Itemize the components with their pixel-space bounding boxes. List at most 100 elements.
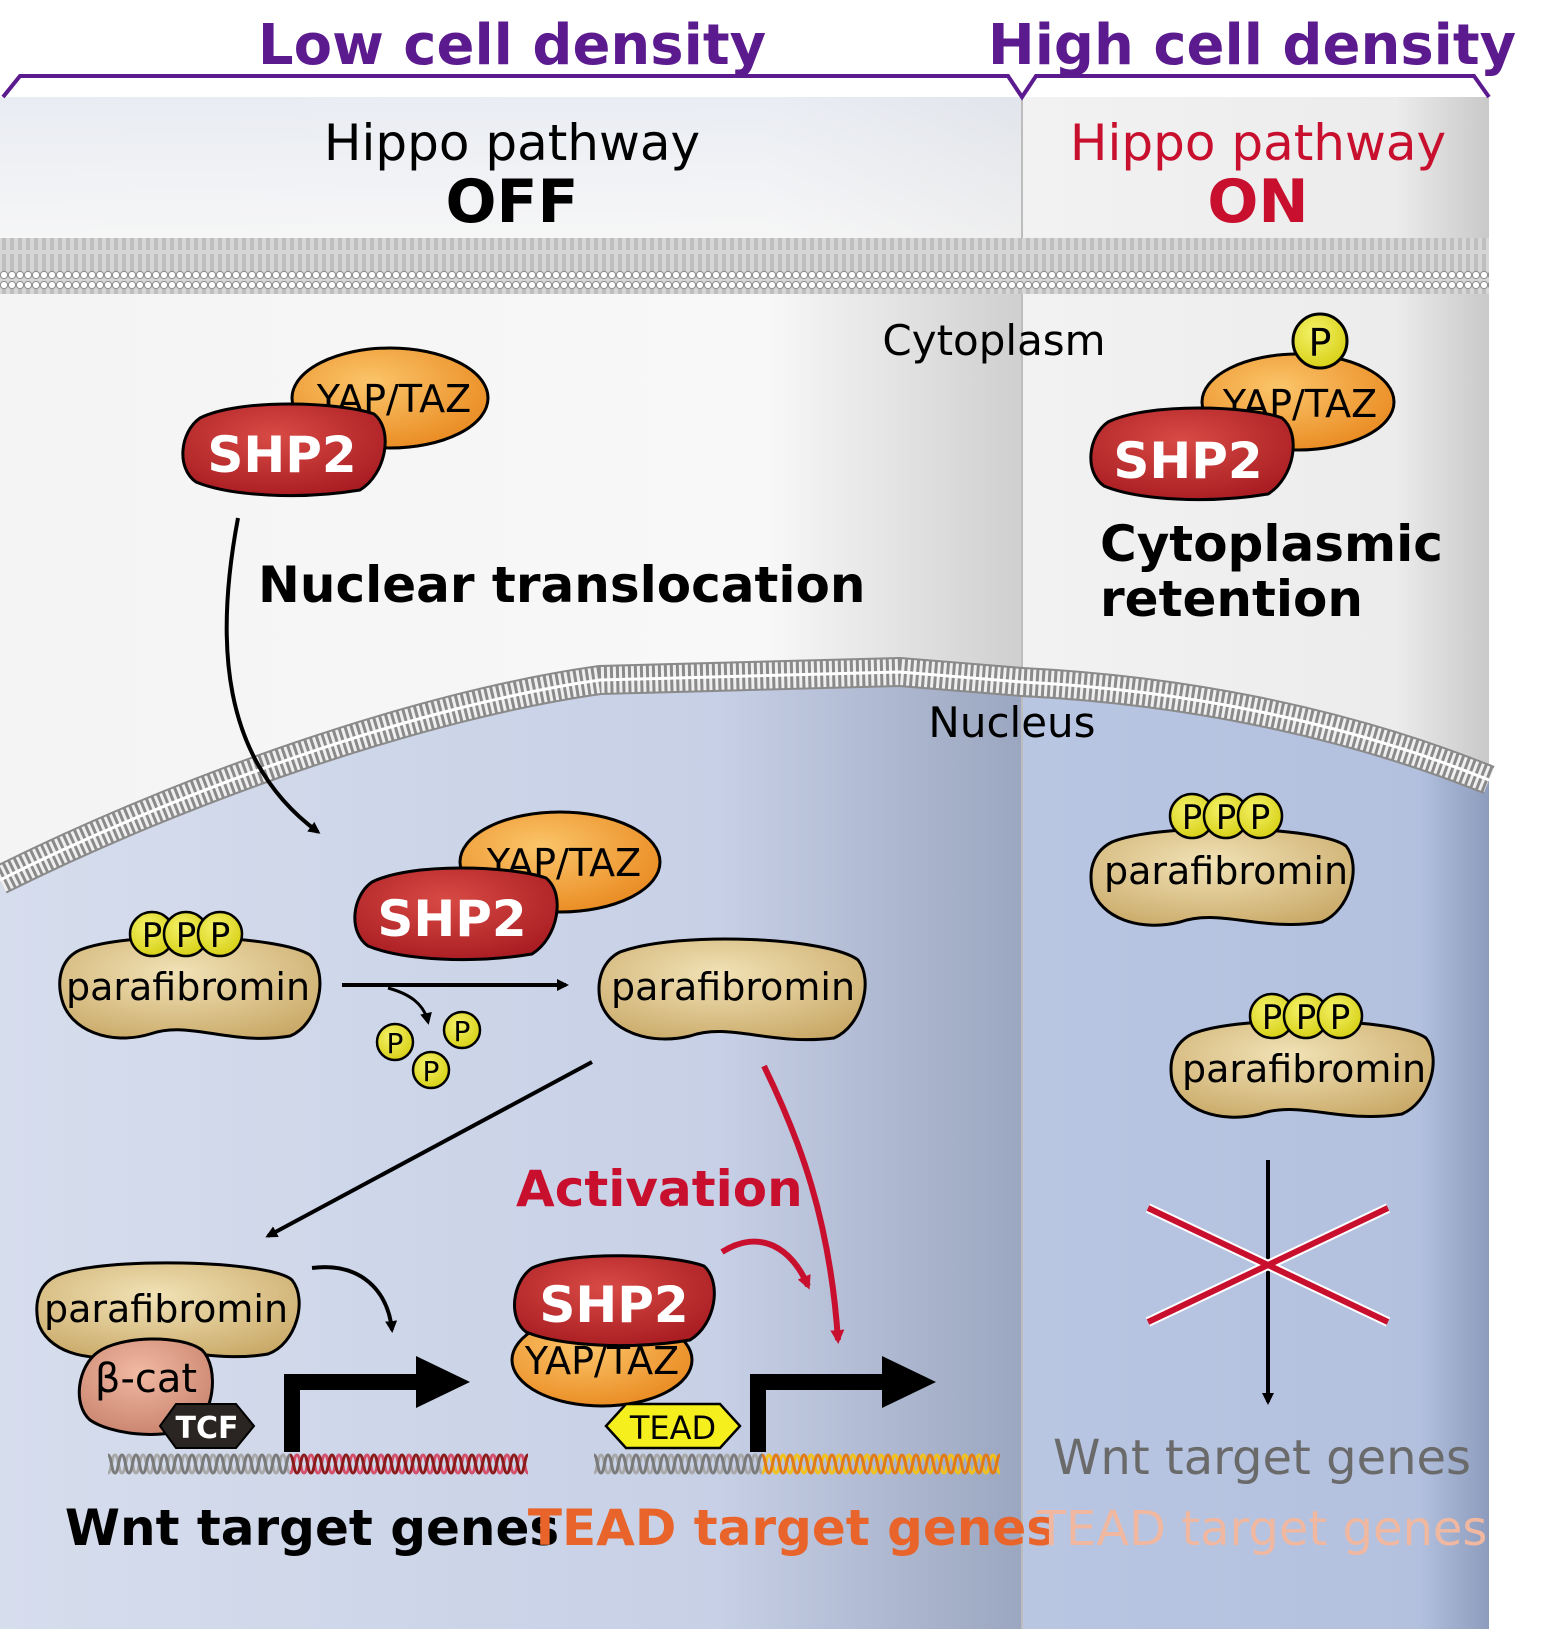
dna-strand	[915, 1453, 931, 1475]
tead-target-genes-label: TEAD target genes	[528, 1499, 1056, 1557]
phosphate-label: P	[1309, 321, 1332, 365]
nuclear-translocation-label: Nuclear translocation	[258, 556, 865, 614]
dna-strand	[219, 1453, 235, 1475]
parafibromin-label: parafibromin	[611, 965, 855, 1009]
dna-strand	[233, 1453, 249, 1475]
parafibromin-label: parafibromin	[1182, 1047, 1426, 1091]
dna-strand	[373, 1453, 389, 1475]
dna-strand	[163, 1453, 179, 1475]
dna-strand	[593, 1453, 609, 1475]
dna-strand	[761, 1453, 777, 1475]
parafibromin-label: parafibromin	[1104, 849, 1348, 893]
phosphate-label: P	[176, 916, 197, 956]
dna-strand	[719, 1453, 735, 1475]
dna-strand	[649, 1453, 665, 1475]
shp2-protein	[513, 1254, 716, 1348]
dna-strand	[929, 1453, 945, 1475]
phospho-parafibromin-right-2: P P P parafibromin	[1169, 992, 1435, 1119]
wnt-activation-arrow	[311, 1265, 398, 1333]
dna-strand	[317, 1453, 333, 1475]
right-pathway-state: ON	[1207, 167, 1308, 237]
dna-strand	[135, 1453, 151, 1475]
phospho-parafibromin-left: P P P parafibromin	[58, 910, 322, 1040]
phosphate-icon	[411, 1050, 451, 1090]
dna-strand	[275, 1453, 291, 1475]
released-phosphate-arrow	[387, 986, 432, 1025]
phosphate-label: P	[1330, 998, 1351, 1038]
wnt-dna-helix	[107, 1453, 529, 1475]
dna-strand	[177, 1453, 193, 1475]
phosphate-label: P	[1182, 798, 1203, 838]
parafibromin-protein	[597, 937, 867, 1042]
phosphate-label: P	[142, 916, 163, 956]
dna-strand	[831, 1453, 847, 1475]
dna-strand	[401, 1453, 417, 1475]
dna-strand	[873, 1453, 889, 1475]
dna-strand	[859, 1453, 875, 1475]
cytoplasmic-retention-label-1: Cytoplasmic	[1100, 515, 1443, 573]
phosphate-icon	[1316, 992, 1364, 1040]
tead-transcription-complex: YAP/TAZ SHP2 TEAD	[510, 1254, 742, 1450]
dna-strand	[649, 1453, 665, 1475]
phosphate-icon	[1291, 312, 1349, 370]
dna-strand	[677, 1453, 693, 1475]
dna-strand	[233, 1453, 249, 1475]
wnt-target-genes-label: Wnt target genes	[65, 1499, 559, 1557]
dna-strand	[317, 1453, 333, 1475]
dna-strand	[733, 1453, 749, 1475]
phosphate-label: P	[210, 916, 231, 956]
dna-strand	[107, 1453, 123, 1475]
left-pathway-label: Hippo pathway	[324, 114, 700, 172]
dna-strand	[205, 1453, 221, 1475]
shp2-label: SHP2	[207, 426, 356, 484]
parafibromin-protein	[58, 935, 322, 1040]
dna-strand	[177, 1453, 193, 1475]
shp2-yaptaz-complex-nucleus: YAP/TAZ SHP2	[353, 810, 662, 962]
dna-strand	[705, 1453, 721, 1475]
dna-strand	[719, 1453, 735, 1475]
phospho-shp2-yaptaz-complex: YAP/TAZ P SHP2	[1089, 312, 1396, 502]
dna-strand	[607, 1453, 623, 1475]
dna-strand	[663, 1453, 679, 1475]
parafibromin-protein	[1089, 827, 1355, 927]
dna-strand	[957, 1453, 973, 1475]
phosphate-label: P	[454, 1015, 471, 1048]
shp2-protein	[353, 866, 559, 962]
tead-label: TEAD	[629, 1409, 716, 1447]
high-density-title: High cell density	[988, 13, 1516, 78]
dna-strand	[901, 1453, 917, 1475]
dna-strand	[429, 1453, 445, 1475]
right-wnt-target-genes-label: Wnt target genes	[1053, 1430, 1471, 1486]
dna-strand	[471, 1453, 487, 1475]
cytoplasm-label: Cytoplasm	[882, 316, 1105, 365]
dna-strand	[775, 1453, 791, 1475]
dna-strand	[705, 1453, 721, 1475]
dna-strand	[289, 1453, 305, 1475]
nuclear-translocation-arrow	[224, 517, 321, 834]
dna-strand	[191, 1453, 207, 1475]
dna-strand	[845, 1453, 861, 1475]
dna-strand	[163, 1453, 179, 1475]
dna-strand	[943, 1453, 959, 1475]
dna-strand	[135, 1453, 151, 1475]
nucleus-label: Nucleus	[928, 698, 1095, 747]
tead-protein	[604, 1402, 742, 1450]
low-density-title: Low cell density	[258, 13, 766, 78]
phosphate-label: P	[1250, 798, 1271, 838]
shp2-label: SHP2	[539, 1276, 688, 1334]
parafibromin-label: parafibromin	[66, 965, 310, 1009]
tead-promoter-arrowhead	[882, 1356, 936, 1408]
activation-label: Activation	[516, 1160, 803, 1218]
dna-strand	[513, 1453, 529, 1475]
dna-strand	[261, 1453, 277, 1475]
dna-strand	[775, 1453, 791, 1475]
dna-strand	[971, 1453, 987, 1475]
dna-strand	[971, 1453, 987, 1475]
dna-strand	[789, 1453, 805, 1475]
dna-strand	[331, 1453, 347, 1475]
dna-strand	[677, 1453, 693, 1475]
shp2-protein	[1089, 406, 1295, 502]
dna-strand	[663, 1453, 679, 1475]
dna-strand	[387, 1453, 403, 1475]
dna-strand	[957, 1453, 973, 1475]
